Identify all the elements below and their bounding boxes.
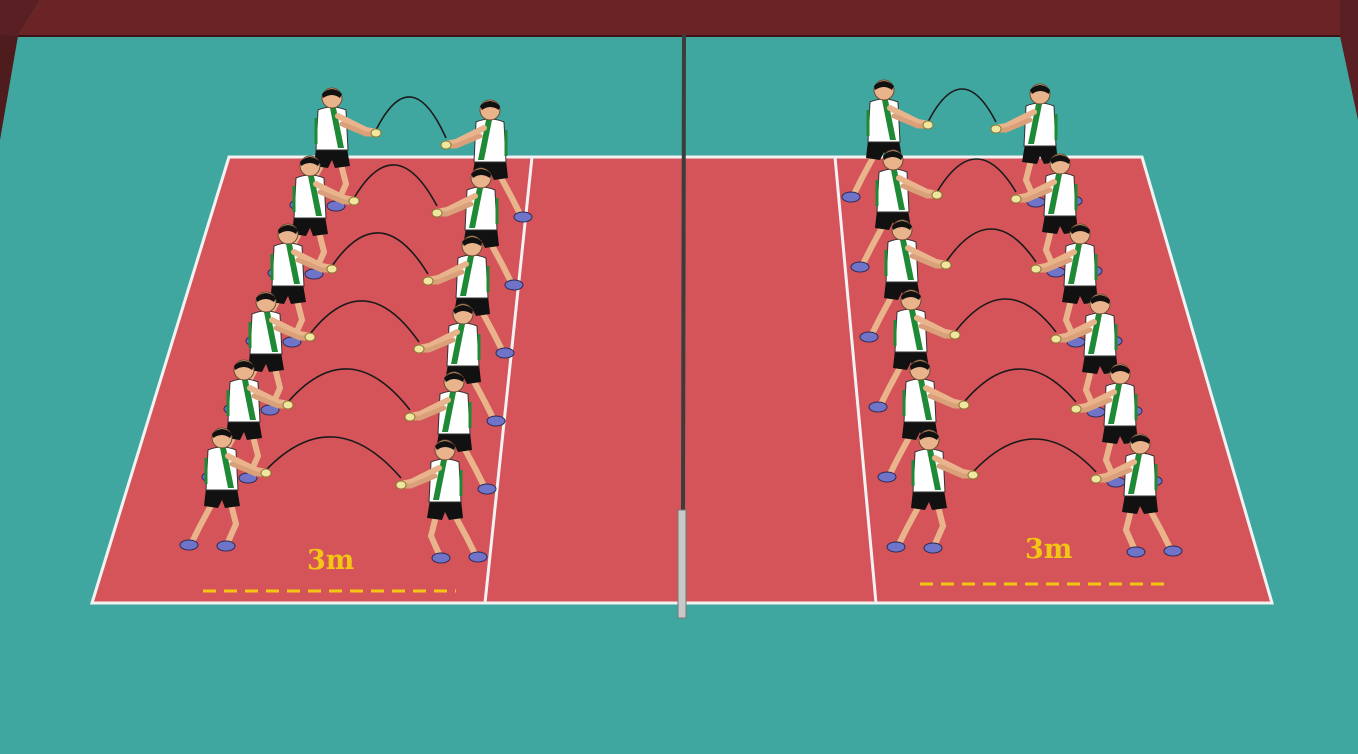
left-distance-label: 3m: [307, 545, 354, 576]
net-post-base: [678, 510, 686, 618]
right-distance-label: 3m: [1025, 534, 1072, 565]
wall-back: [18, 0, 1340, 36]
net-post: [683, 34, 684, 510]
